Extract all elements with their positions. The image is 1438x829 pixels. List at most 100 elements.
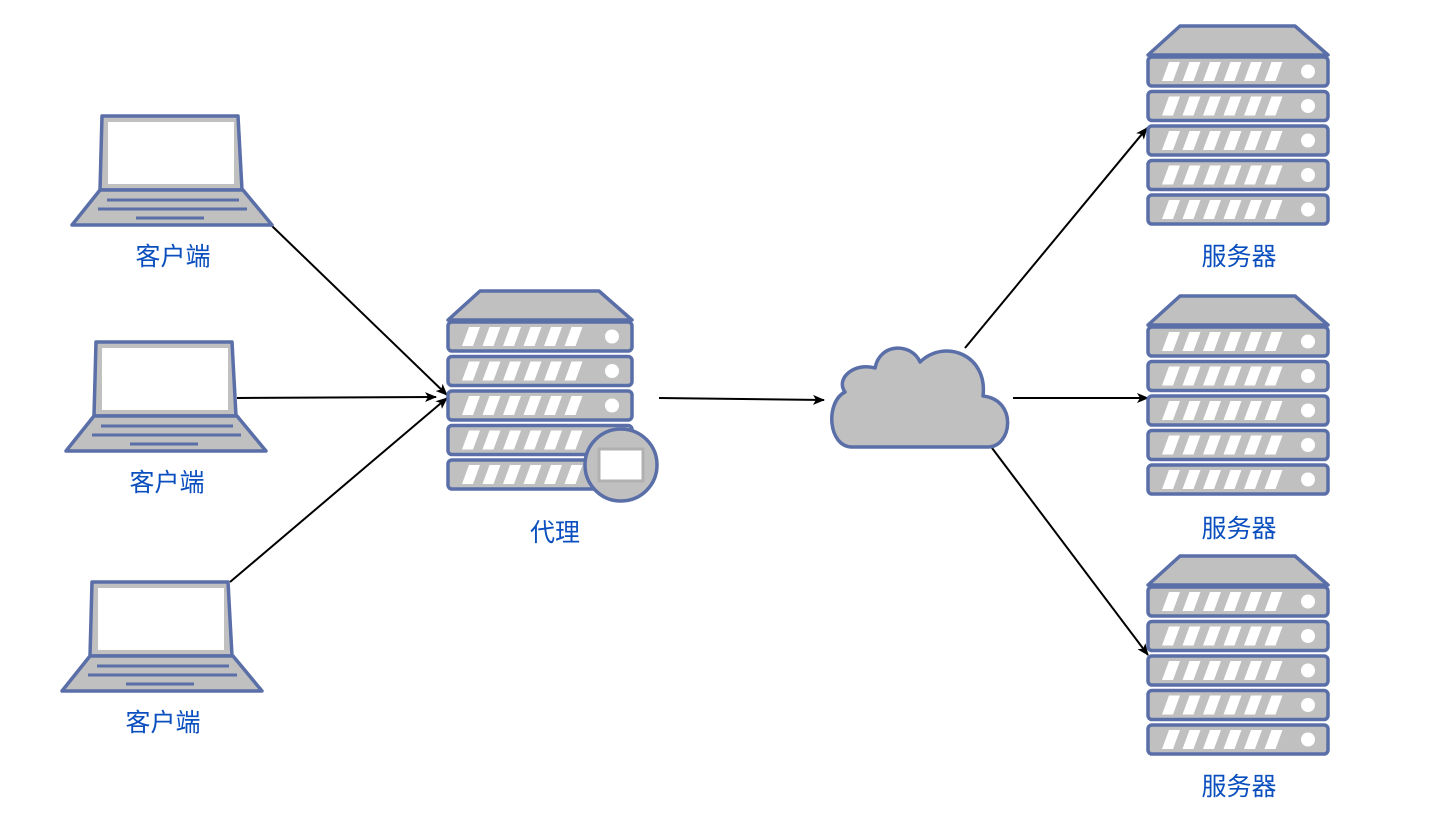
vent-stripe (1203, 332, 1221, 351)
server-roof (1146, 554, 1330, 587)
vent-stripe (1162, 366, 1180, 386)
vent-stripe (1223, 366, 1242, 386)
server-roof (1146, 24, 1330, 57)
vent-stripe (1244, 401, 1262, 420)
client-label-2: 客户端 (129, 468, 204, 497)
vent-stripe (1182, 435, 1201, 455)
vent-stripe (1244, 62, 1262, 81)
vent-stripe (1203, 366, 1221, 386)
vent-stripe (1203, 626, 1221, 646)
client-label-3: 客户端 (125, 708, 200, 737)
vent-stripe (1203, 165, 1221, 185)
vent-stripe (462, 396, 480, 415)
vent-stripe (523, 361, 542, 381)
vent-stripe (1264, 626, 1283, 646)
vent-stripe (1162, 661, 1180, 680)
vent-stripe (1244, 661, 1262, 680)
status-led (605, 364, 619, 378)
vent-stripe (544, 327, 562, 346)
status-led (1301, 334, 1315, 349)
labels: 客户端 客户端 客户端 代理 服务器 服务器 服务器 (125, 242, 1276, 801)
laptop-display (108, 122, 234, 184)
vent-stripe (482, 327, 501, 346)
vent-stripe (564, 430, 583, 450)
vent-stripe (1182, 661, 1201, 680)
cloud-icon (830, 346, 1010, 449)
vent-stripe (1182, 131, 1201, 150)
vent-stripe (1223, 626, 1242, 646)
vent-stripe (1223, 62, 1242, 81)
vent-stripe (1264, 470, 1283, 489)
vent-stripe (1264, 401, 1283, 420)
vent-stripe (1264, 366, 1283, 386)
vent-stripe (1182, 592, 1201, 611)
laptop-display (98, 588, 224, 650)
vent-stripe (1264, 96, 1283, 116)
vent-stripe (1182, 401, 1201, 420)
vent-stripe (503, 465, 521, 484)
status-led (605, 398, 619, 413)
vent-stripe (1223, 730, 1242, 749)
server-label-3: 服务器 (1201, 772, 1276, 801)
vent-stripe (1162, 200, 1180, 219)
vent-stripe (1162, 695, 1180, 715)
arrow-cloud-to-server1 (964, 127, 1148, 349)
connections (229, 127, 1149, 656)
vent-stripe (1182, 626, 1201, 646)
vent-stripe (544, 430, 562, 450)
nodes (60, 24, 1330, 756)
vent-stripe (1162, 470, 1180, 489)
vent-stripe (523, 430, 542, 450)
vent-stripe (1162, 626, 1180, 646)
proxy-label: 代理 (530, 518, 580, 547)
server-label-2: 服务器 (1201, 514, 1276, 543)
status-led (1301, 732, 1315, 747)
vent-stripe (1223, 96, 1242, 116)
vent-stripe (1203, 62, 1221, 81)
vent-stripe (1203, 401, 1221, 420)
proxy-badge-icon (583, 427, 659, 503)
vent-stripe (1244, 96, 1262, 116)
vent-stripe (1264, 730, 1283, 749)
status-led (1301, 472, 1315, 487)
client-laptop-1 (70, 114, 274, 227)
status-led (1301, 594, 1315, 609)
vent-stripe (564, 396, 583, 415)
status-led (1301, 403, 1315, 418)
vent-stripe (503, 327, 521, 346)
vent-stripe (1244, 131, 1262, 150)
client-label-1: 客户端 (135, 242, 210, 271)
vent-stripe (1223, 332, 1242, 351)
client-laptop-3 (60, 580, 264, 693)
vent-stripe (503, 361, 521, 381)
vent-stripe (1162, 401, 1180, 420)
vent-stripe (1223, 592, 1242, 611)
vent-stripe (1182, 165, 1201, 185)
vent-stripe (523, 327, 542, 346)
vent-stripe (482, 465, 501, 484)
vent-stripe (1244, 730, 1262, 749)
arrow-client2-to-proxy (236, 392, 437, 403)
vent-stripe (1223, 401, 1242, 420)
arrow-proxy-to-cloud (658, 394, 825, 405)
vent-stripe (1182, 96, 1201, 116)
vent-stripe (1162, 165, 1180, 185)
vent-stripe (1182, 730, 1201, 749)
vent-stripe (462, 430, 480, 450)
vent-stripe (1223, 435, 1242, 455)
vent-stripe (1244, 366, 1262, 386)
vent-stripe (1244, 165, 1262, 185)
vent-stripe (544, 396, 562, 415)
vent-stripe (1223, 165, 1242, 185)
vent-stripe (564, 465, 583, 484)
status-led (1301, 202, 1315, 217)
laptop-display (102, 348, 228, 410)
vent-stripe (564, 361, 583, 381)
vent-stripe (1203, 470, 1221, 489)
vent-stripe (482, 396, 501, 415)
vent-stripe (1203, 695, 1221, 715)
arrow-client1-to-proxy (271, 225, 448, 396)
vent-stripe (1244, 200, 1262, 219)
server-2 (1146, 294, 1330, 496)
